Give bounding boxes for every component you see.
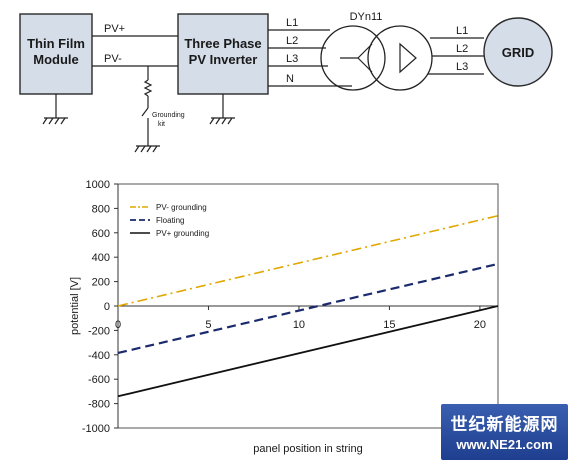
y-tick-label: -1000 <box>82 423 110 435</box>
inverter-l3-label: L3 <box>286 53 298 65</box>
grid-l3-label: L3 <box>456 61 468 73</box>
x-tick-label: 15 <box>383 319 395 331</box>
delta-winding-icon <box>399 42 417 74</box>
grounding-kit-label-2: kit <box>158 121 165 128</box>
legend-label-pv-plus: PV+ grounding <box>156 229 209 238</box>
watermark-url: www.NE21.com <box>456 437 553 452</box>
y-tick-label: -400 <box>88 350 110 362</box>
transformer-primary-coil-icon <box>320 25 386 91</box>
watermark-title: 世纪新能源网 <box>450 415 559 435</box>
grounding-kit-resistor-icon <box>143 79 153 97</box>
legend: PV- grounding Floating PV+ grounding <box>130 203 209 238</box>
grounding-kit-ground-icon <box>134 145 160 153</box>
inverter-label-1: Three Phase <box>184 36 261 51</box>
inverter-l2-label: L2 <box>286 35 298 47</box>
y-tick-label: 200 <box>92 277 110 289</box>
series-line-0 <box>117 214 499 307</box>
series-lines <box>117 214 499 398</box>
inverter-n-label: N <box>286 73 294 85</box>
schematic: Thin Film Module PV+ PV- Grounding kit <box>19 11 553 153</box>
thin-film-label-1: Thin Film <box>27 36 85 51</box>
inverter-ground-icon <box>209 117 235 125</box>
transformer-label: DYn11 <box>350 11 383 23</box>
grid-label: GRID <box>502 45 535 60</box>
grid-l1-label: L1 <box>456 25 468 37</box>
y-tick-label: -200 <box>88 325 110 337</box>
grounding-kit-label-1: Grounding <box>152 112 185 119</box>
y-tick-label: -600 <box>88 374 110 386</box>
inverter-l1-label: L1 <box>286 17 298 29</box>
transformer-secondary-coil-icon <box>367 25 433 91</box>
legend-label-pv-minus: PV- grounding <box>156 203 207 212</box>
thin-film-label-2: Module <box>33 52 79 67</box>
grid-l2-label: L2 <box>456 43 468 55</box>
grounding-kit-switch-icon <box>141 107 149 117</box>
legend-label-floating: Floating <box>156 216 184 225</box>
thin-film-module-block <box>19 13 93 95</box>
x-axis-label: panel position in string <box>253 443 362 455</box>
y-ticks: 1000 800 600 400 200 0 -200 -400 -600 -800 -1000 <box>82 179 118 435</box>
x-tick-label: 10 <box>293 319 305 331</box>
pv-minus-label: PV- <box>104 53 122 65</box>
watermark-logo: 世纪新能源网 www.NE21.com <box>441 404 568 460</box>
y-tick-label: 600 <box>92 228 110 240</box>
y-axis-label: potential [V] <box>69 277 81 335</box>
x-tick-label: 0 <box>115 319 121 331</box>
y-tick-label: 1000 <box>86 179 110 191</box>
x-ticks: 0 5 10 15 20 <box>115 305 498 331</box>
y-tick-label: 400 <box>92 252 110 264</box>
star-winding-icon <box>340 43 373 73</box>
series-line-1 <box>117 262 499 355</box>
series-line-2 <box>117 305 499 398</box>
y-tick-label: 0 <box>104 301 110 313</box>
y-tick-label: 800 <box>92 203 110 215</box>
y-tick-label: -800 <box>88 399 110 411</box>
module-ground-icon <box>42 117 68 125</box>
inverter-label-2: PV Inverter <box>189 52 258 67</box>
pv-plus-label: PV+ <box>104 23 125 35</box>
x-tick-label: 20 <box>474 319 486 331</box>
x-tick-label: 5 <box>205 319 211 331</box>
grid-block <box>483 17 553 87</box>
